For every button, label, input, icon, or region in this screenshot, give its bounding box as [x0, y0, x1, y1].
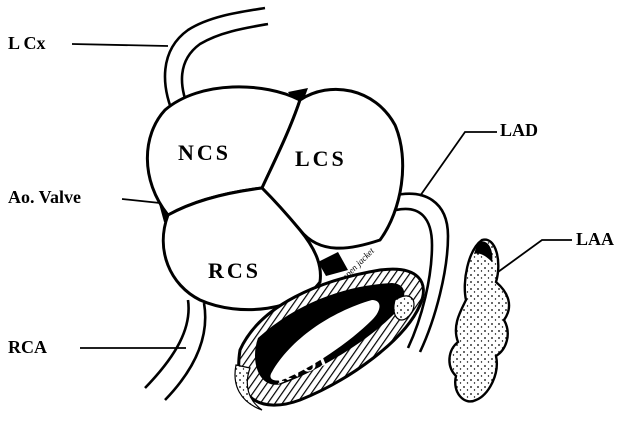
- rcs-label: RCS: [208, 258, 261, 283]
- laa-leader: [498, 240, 572, 272]
- left-atrial-appendage: [449, 240, 509, 402]
- lcs-label: LCS: [295, 146, 347, 171]
- laa-label: LAA: [576, 230, 614, 248]
- right-coronary-artery: [145, 300, 205, 400]
- ao-valve-label: Ao. Valve: [8, 188, 81, 206]
- rca-label: RCA: [8, 338, 47, 356]
- lcx-leader: [72, 44, 168, 46]
- lcx-label: L Cx: [8, 34, 46, 52]
- ncs-label: NCS: [178, 140, 231, 165]
- lad-label: LAD: [500, 121, 538, 139]
- lad-leader: [420, 132, 497, 196]
- ao-valve-leader: [122, 199, 160, 203]
